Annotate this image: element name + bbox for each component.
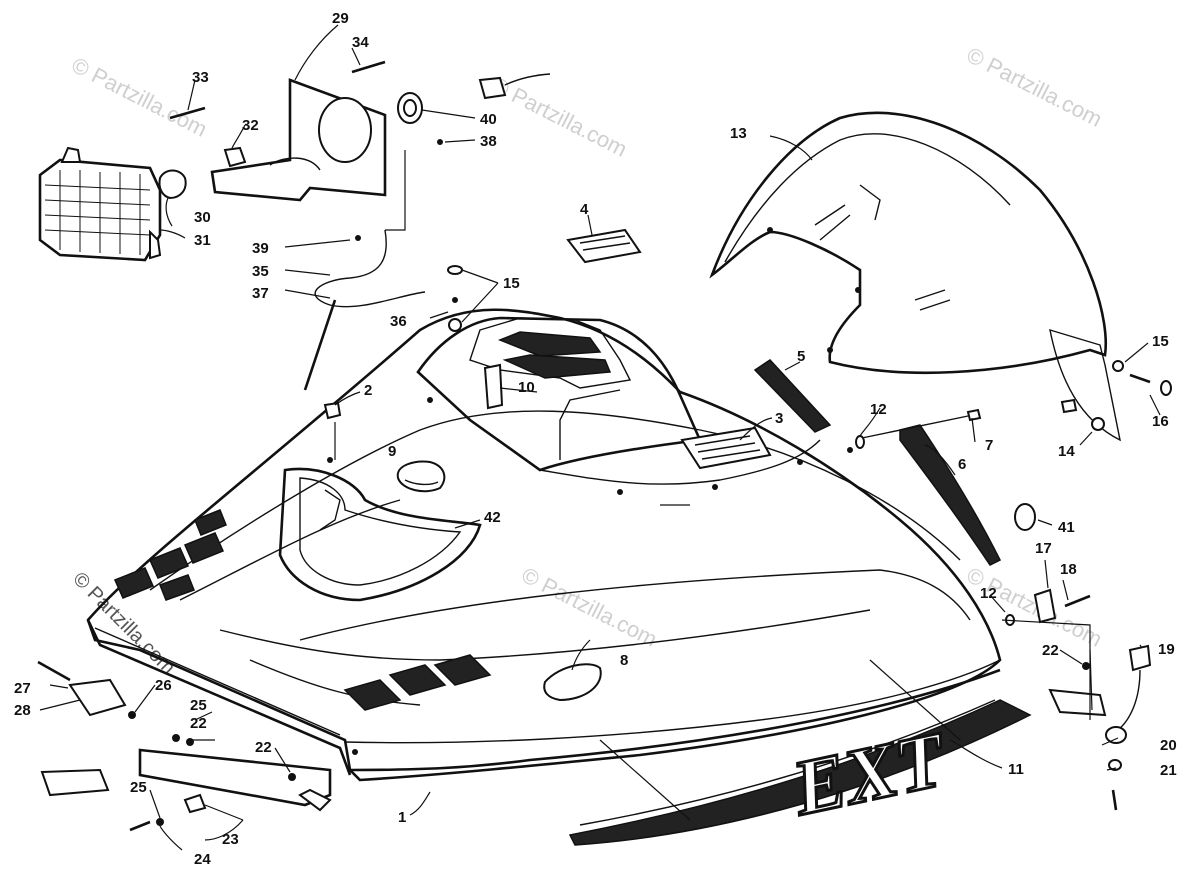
watermark: © Partzilla.com bbox=[488, 72, 631, 162]
callout-29: 29 bbox=[332, 10, 349, 27]
callout-17: 17 bbox=[1035, 540, 1052, 557]
callout-37: 37 bbox=[252, 285, 269, 302]
callout-4: 4 bbox=[580, 201, 589, 218]
callout-13: 13 bbox=[730, 125, 747, 142]
callout-11: 11 bbox=[1008, 761, 1024, 778]
callout-2: 2 bbox=[364, 382, 372, 399]
ext-decal-text: EXT bbox=[784, 714, 955, 832]
leader-lines bbox=[39, 24, 1161, 851]
callout-35: 35 bbox=[252, 263, 269, 280]
callout-26: 26 bbox=[155, 677, 172, 694]
windshield bbox=[709, 111, 1121, 442]
callout-27: 27 bbox=[14, 680, 31, 697]
callout-36: 36 bbox=[390, 313, 407, 330]
callout-20: 20 bbox=[1160, 737, 1177, 754]
callout-labels: 1 2 3 4 5 6 7 8 9 10 11 12 12 13 14 15 1… bbox=[14, 10, 1177, 868]
callout-8: 8 bbox=[620, 652, 628, 669]
side-louvers bbox=[113, 509, 227, 601]
callout-28: 28 bbox=[14, 702, 31, 719]
callout-21: 21 bbox=[1160, 762, 1177, 779]
callout-23: 23 bbox=[222, 831, 239, 848]
callout-39: 39 bbox=[252, 240, 269, 257]
callout-5: 5 bbox=[797, 348, 805, 365]
callout-18: 18 bbox=[1060, 561, 1077, 578]
callout-41: 41 bbox=[1058, 519, 1075, 536]
callout-24: 24 bbox=[194, 851, 211, 868]
front-louvers bbox=[343, 654, 492, 711]
callout-15: 15 bbox=[503, 275, 520, 292]
callout-33: 33 bbox=[192, 69, 209, 86]
watermark: © Partzilla.com bbox=[68, 52, 211, 142]
callout-32: 32 bbox=[242, 117, 259, 134]
callout-3: 3 bbox=[775, 410, 783, 427]
callout-31: 31 bbox=[194, 232, 211, 249]
watermark: © Partzilla.com bbox=[518, 562, 661, 652]
callout-12: 12 bbox=[870, 401, 887, 418]
callout-40: 40 bbox=[480, 111, 497, 128]
callout-22: 22 bbox=[255, 739, 272, 756]
callout-42: 42 bbox=[484, 509, 501, 526]
callout-22: 22 bbox=[1042, 642, 1059, 659]
callout-16: 16 bbox=[1152, 413, 1169, 430]
hood: EXT bbox=[86, 228, 1032, 846]
watermark: © Partzilla.com bbox=[963, 42, 1106, 132]
callout-25: 25 bbox=[190, 697, 207, 714]
headlight-assembly bbox=[37, 60, 1172, 832]
hood-screws bbox=[327, 397, 853, 755]
callout-15: 15 bbox=[1152, 333, 1169, 350]
callout-38: 38 bbox=[480, 133, 497, 150]
callout-34: 34 bbox=[352, 34, 369, 51]
callout-6: 6 bbox=[958, 456, 966, 473]
callout-14: 14 bbox=[1058, 443, 1075, 460]
callout-1: 1 bbox=[398, 809, 406, 826]
callout-7: 7 bbox=[985, 437, 993, 454]
callout-12: 12 bbox=[980, 585, 997, 602]
watermark: © Partzilla.com bbox=[963, 562, 1106, 652]
callout-30: 30 bbox=[194, 209, 211, 226]
callout-25: 25 bbox=[130, 779, 147, 796]
callout-19: 19 bbox=[1158, 641, 1175, 658]
callout-10: 10 bbox=[518, 379, 535, 396]
callout-22: 22 bbox=[190, 715, 207, 732]
callout-9: 9 bbox=[388, 443, 396, 460]
